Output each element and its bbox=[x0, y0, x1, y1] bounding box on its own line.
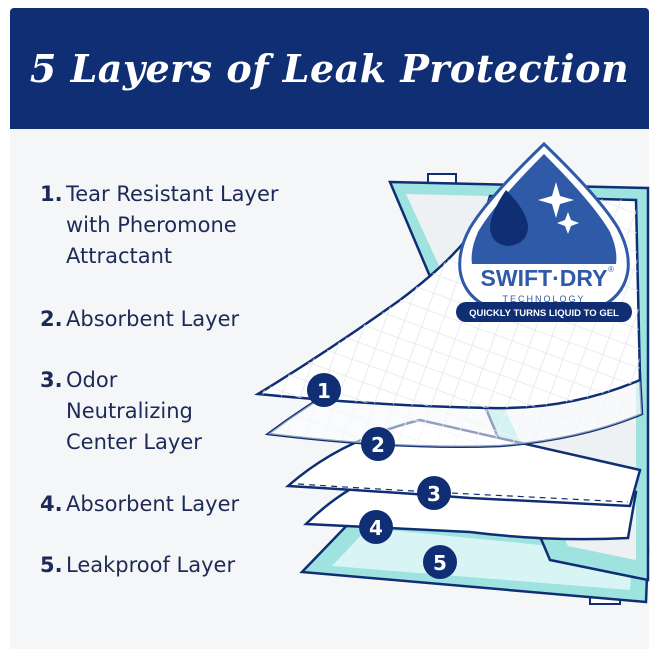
list-line: Attractant bbox=[66, 244, 173, 268]
list-line: Absorbent Layer bbox=[66, 492, 240, 516]
list-line: Absorbent Layer bbox=[66, 307, 240, 331]
header-banner: 5 Layers of Leak Protection bbox=[10, 8, 649, 129]
list-text: Tear Resistant Layer with Pheromone Attr… bbox=[66, 179, 279, 272]
marker-4: 4 bbox=[359, 510, 393, 544]
sparkle-icon bbox=[538, 182, 574, 218]
badge-tagline: QUICKLY TURNS LIQUID TO GEL bbox=[469, 308, 619, 319]
list-number: 1. bbox=[40, 182, 63, 206]
marker-circle bbox=[417, 476, 451, 510]
list-text: Absorbent Layer bbox=[66, 489, 239, 520]
badge-registered: ® bbox=[608, 265, 614, 274]
list-line: Tear Resistant Layer bbox=[66, 182, 279, 206]
marker-circle bbox=[359, 510, 393, 544]
list-number: 3. bbox=[40, 368, 63, 392]
list-line: Center Layer bbox=[66, 430, 202, 454]
list-item-3: 3. Odor Neutralizing Center Layer bbox=[40, 365, 202, 458]
list-item-2: 2. Absorbent Layer bbox=[40, 304, 239, 335]
list-item-5: 5. Leakproof Layer bbox=[40, 550, 235, 581]
list-line: Odor bbox=[66, 368, 118, 392]
marker-5: 5 bbox=[423, 545, 457, 579]
list-text: Absorbent Layer bbox=[66, 304, 239, 335]
odor-dashed-line bbox=[297, 483, 629, 503]
marker-circle bbox=[307, 373, 341, 407]
list-line: with Pheromone bbox=[66, 213, 237, 237]
marker-circle bbox=[361, 427, 395, 461]
marker-3: 3 bbox=[417, 476, 451, 510]
list-item-1: 1. Tear Resistant Layer with Pheromone A… bbox=[40, 179, 279, 272]
list-text: Odor Neutralizing Center Layer bbox=[66, 365, 202, 458]
badge-tagline-pill bbox=[456, 302, 632, 322]
marker-number: 4 bbox=[369, 516, 383, 540]
badge-brand: SWIFT·DRY bbox=[481, 265, 608, 291]
marker-number: 2 bbox=[371, 433, 385, 457]
marker-number: 3 bbox=[427, 482, 441, 506]
pad-layers-illustration: SWIFT·DRY ® TECHNOLOGY QUICKLY TURNS LIQ… bbox=[254, 141, 650, 605]
marker-number: 1 bbox=[317, 379, 331, 403]
list-line: Leakproof Layer bbox=[66, 553, 236, 577]
list-item-4: 4. Absorbent Layer bbox=[40, 489, 239, 520]
leakproof-inner bbox=[332, 528, 632, 590]
list-number: 5. bbox=[40, 553, 63, 577]
marker-circle bbox=[423, 545, 457, 579]
marker-2: 2 bbox=[361, 427, 395, 461]
list-line: Neutralizing bbox=[66, 399, 193, 423]
marker-1: 1 bbox=[307, 373, 341, 407]
badge-subtitle: TECHNOLOGY bbox=[502, 294, 585, 304]
list-number: 2. bbox=[40, 307, 63, 331]
sparkle-small-icon bbox=[557, 212, 579, 234]
list-text: Leakproof Layer bbox=[66, 550, 235, 581]
marker-number: 5 bbox=[433, 551, 447, 575]
water-drop-icon bbox=[490, 190, 528, 246]
page-title: 5 Layers of Leak Protection bbox=[29, 46, 630, 91]
list-number: 4. bbox=[40, 492, 63, 516]
swift-dry-badge: SWIFT·DRY ® TECHNOLOGY QUICKLY TURNS LIQ… bbox=[456, 141, 632, 322]
